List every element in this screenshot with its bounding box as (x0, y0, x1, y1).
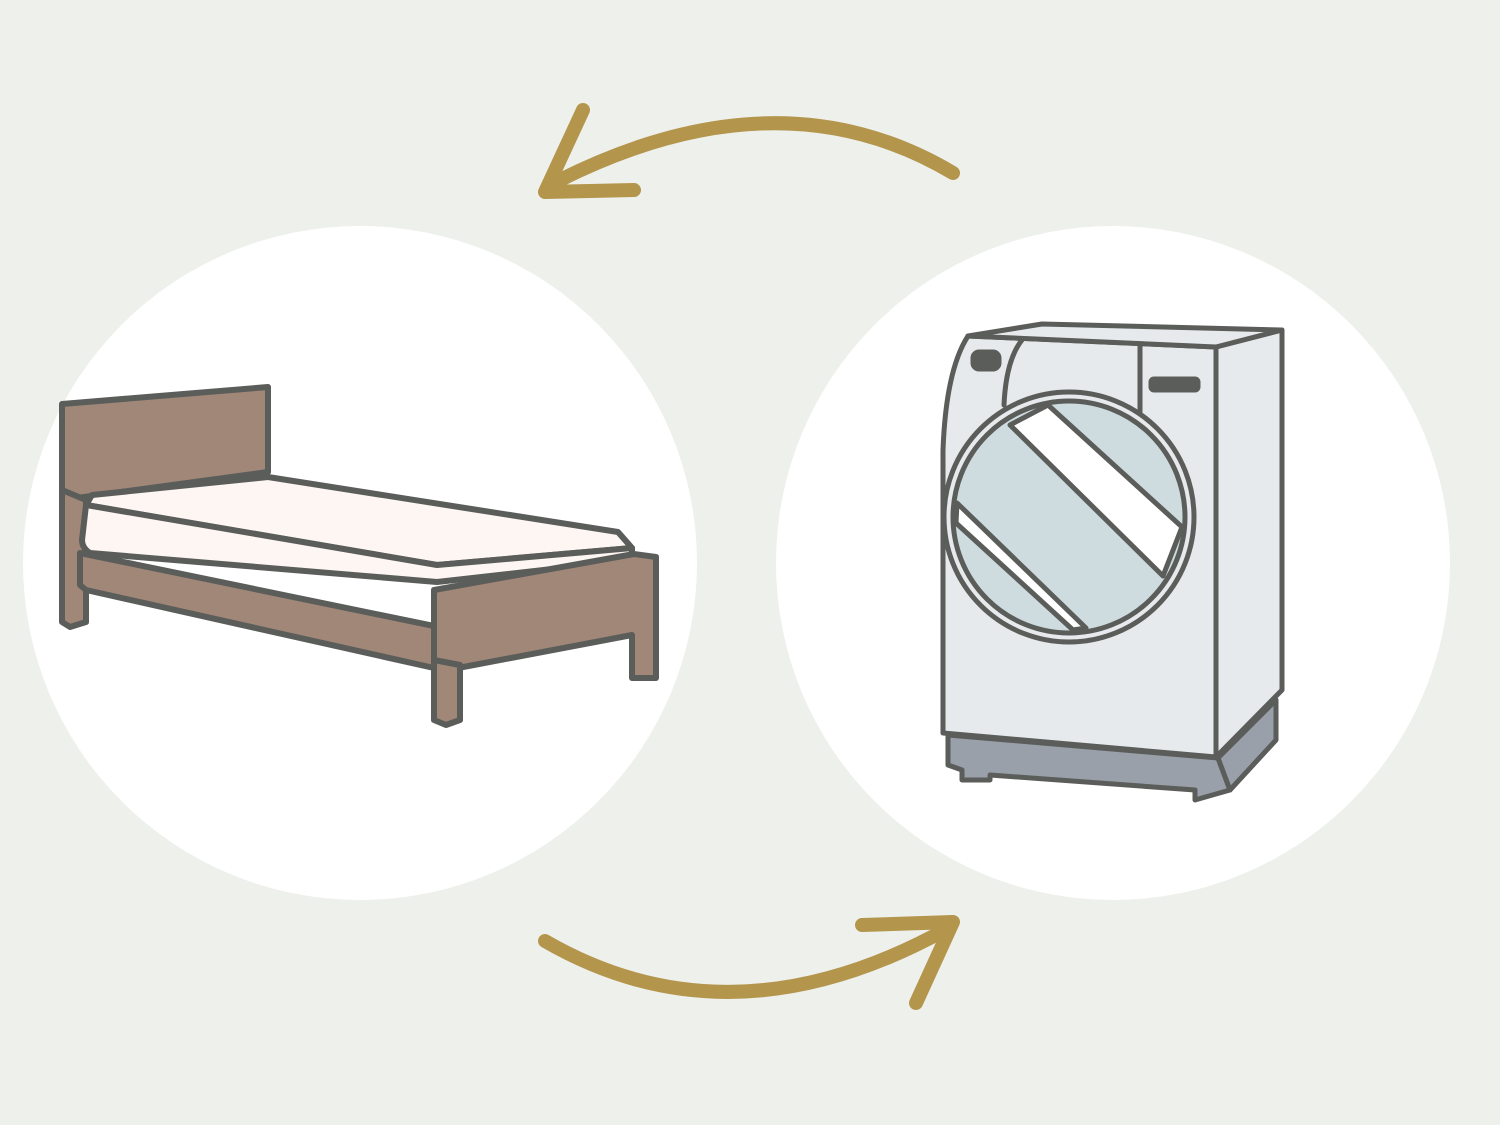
bottom-arrow-head (855, 915, 960, 1010)
washer-side-panel (1213, 327, 1285, 760)
washer-panel (776, 226, 1450, 900)
washer-base-side (1215, 697, 1279, 793)
washer-control-divider (1001, 337, 1025, 408)
washer-detergent-slot (1148, 376, 1201, 393)
washing-machine-icon (940, 321, 1285, 803)
washer-glass-reflection-small (953, 500, 1089, 633)
top-arrow-curve (553, 116, 960, 187)
bed-icon (59, 384, 659, 728)
bed-side-rail (77, 550, 437, 671)
bed-panel (23, 226, 697, 900)
curved-arrow-right-icon (538, 915, 960, 1010)
bed-front-leg (431, 657, 463, 728)
washer-top (965, 321, 1285, 350)
bed-head-leg (59, 487, 89, 630)
washer-power-button (970, 349, 1002, 372)
top-arrow-head (538, 103, 641, 199)
bed-headboard (59, 384, 271, 503)
washer-glass-reflection (1007, 402, 1185, 579)
bottom-arrow-curve (538, 923, 952, 999)
curved-arrow-left-icon (538, 103, 960, 199)
